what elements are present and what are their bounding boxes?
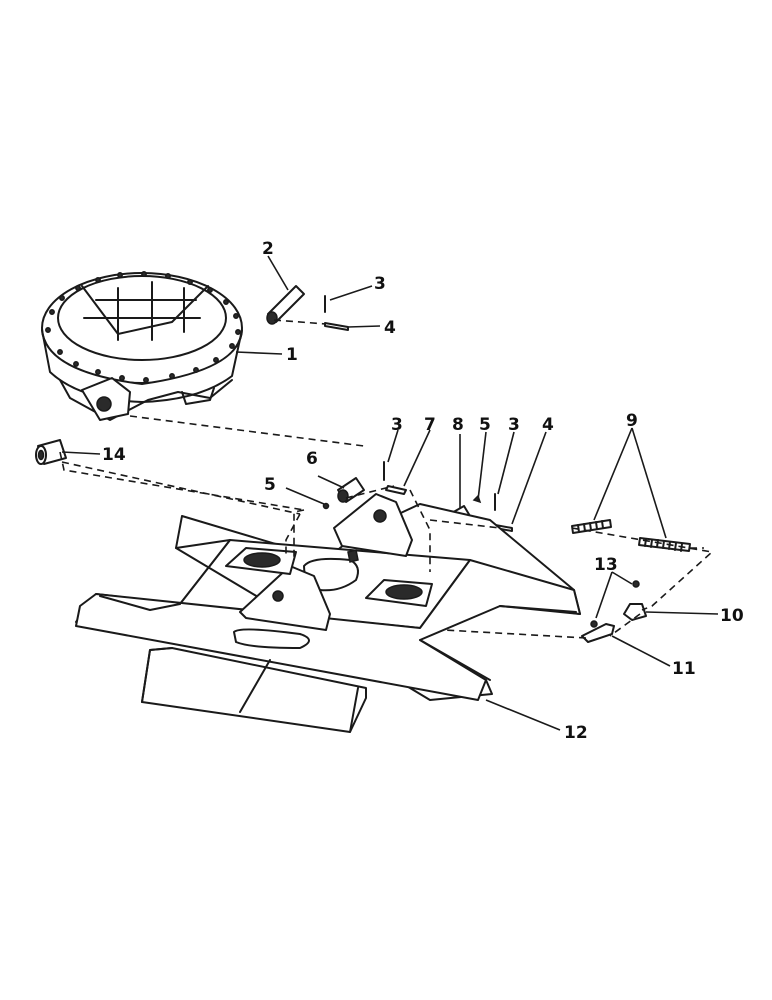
part-2-pivot-pin: [266, 285, 305, 325]
callout-2: 2: [262, 239, 274, 259]
part-9-springs: [571, 519, 691, 552]
part-13-nut-upper: [632, 580, 640, 588]
callout-3: 3: [508, 415, 520, 435]
callout-4: 4: [542, 415, 554, 435]
right-rubber-mount: [365, 579, 433, 607]
callout-11: 11: [672, 659, 696, 679]
callout-5: 5: [264, 475, 276, 495]
part-6-bushing: [337, 477, 365, 503]
part-4-clevis-pin-upper: [324, 322, 349, 331]
part-7-pin: [385, 485, 407, 495]
callout-6: 6: [306, 449, 318, 469]
part-14-bushing: [35, 439, 67, 465]
callout-9: 9: [626, 411, 638, 431]
callout-3: 3: [374, 274, 386, 294]
callout-14: 14: [102, 445, 126, 465]
part-11-latch-lever: [581, 623, 615, 643]
part-13-nut-lower: [590, 620, 598, 628]
part-12-mounting-frame: [75, 493, 581, 733]
callout-4: 4: [384, 318, 396, 338]
callout-12: 12: [564, 723, 588, 743]
left-pivot-bracket: [239, 565, 331, 631]
right-pivot-bracket: [333, 493, 413, 557]
callout-3: 3: [391, 415, 403, 435]
leader-lines: [61, 255, 719, 731]
ring-bolt-holes: [45, 271, 241, 383]
left-rubber-mount: [225, 547, 297, 575]
part-5-washer-left: [322, 502, 330, 510]
callout-13: 13: [594, 555, 618, 575]
callout-10: 10: [720, 606, 744, 626]
callout-1: 1: [286, 345, 298, 365]
part-1-fifth-wheel-ring: [41, 271, 243, 421]
callout-8: 8: [452, 415, 464, 435]
callout-7: 7: [424, 415, 436, 435]
callout-labels: 1 2 3 4 14 3 7 8 5 3 4 9 6 5 13 10 11 12: [102, 239, 744, 743]
callout-5: 5: [479, 415, 491, 435]
assembly-dashed-lines: [59, 319, 714, 639]
